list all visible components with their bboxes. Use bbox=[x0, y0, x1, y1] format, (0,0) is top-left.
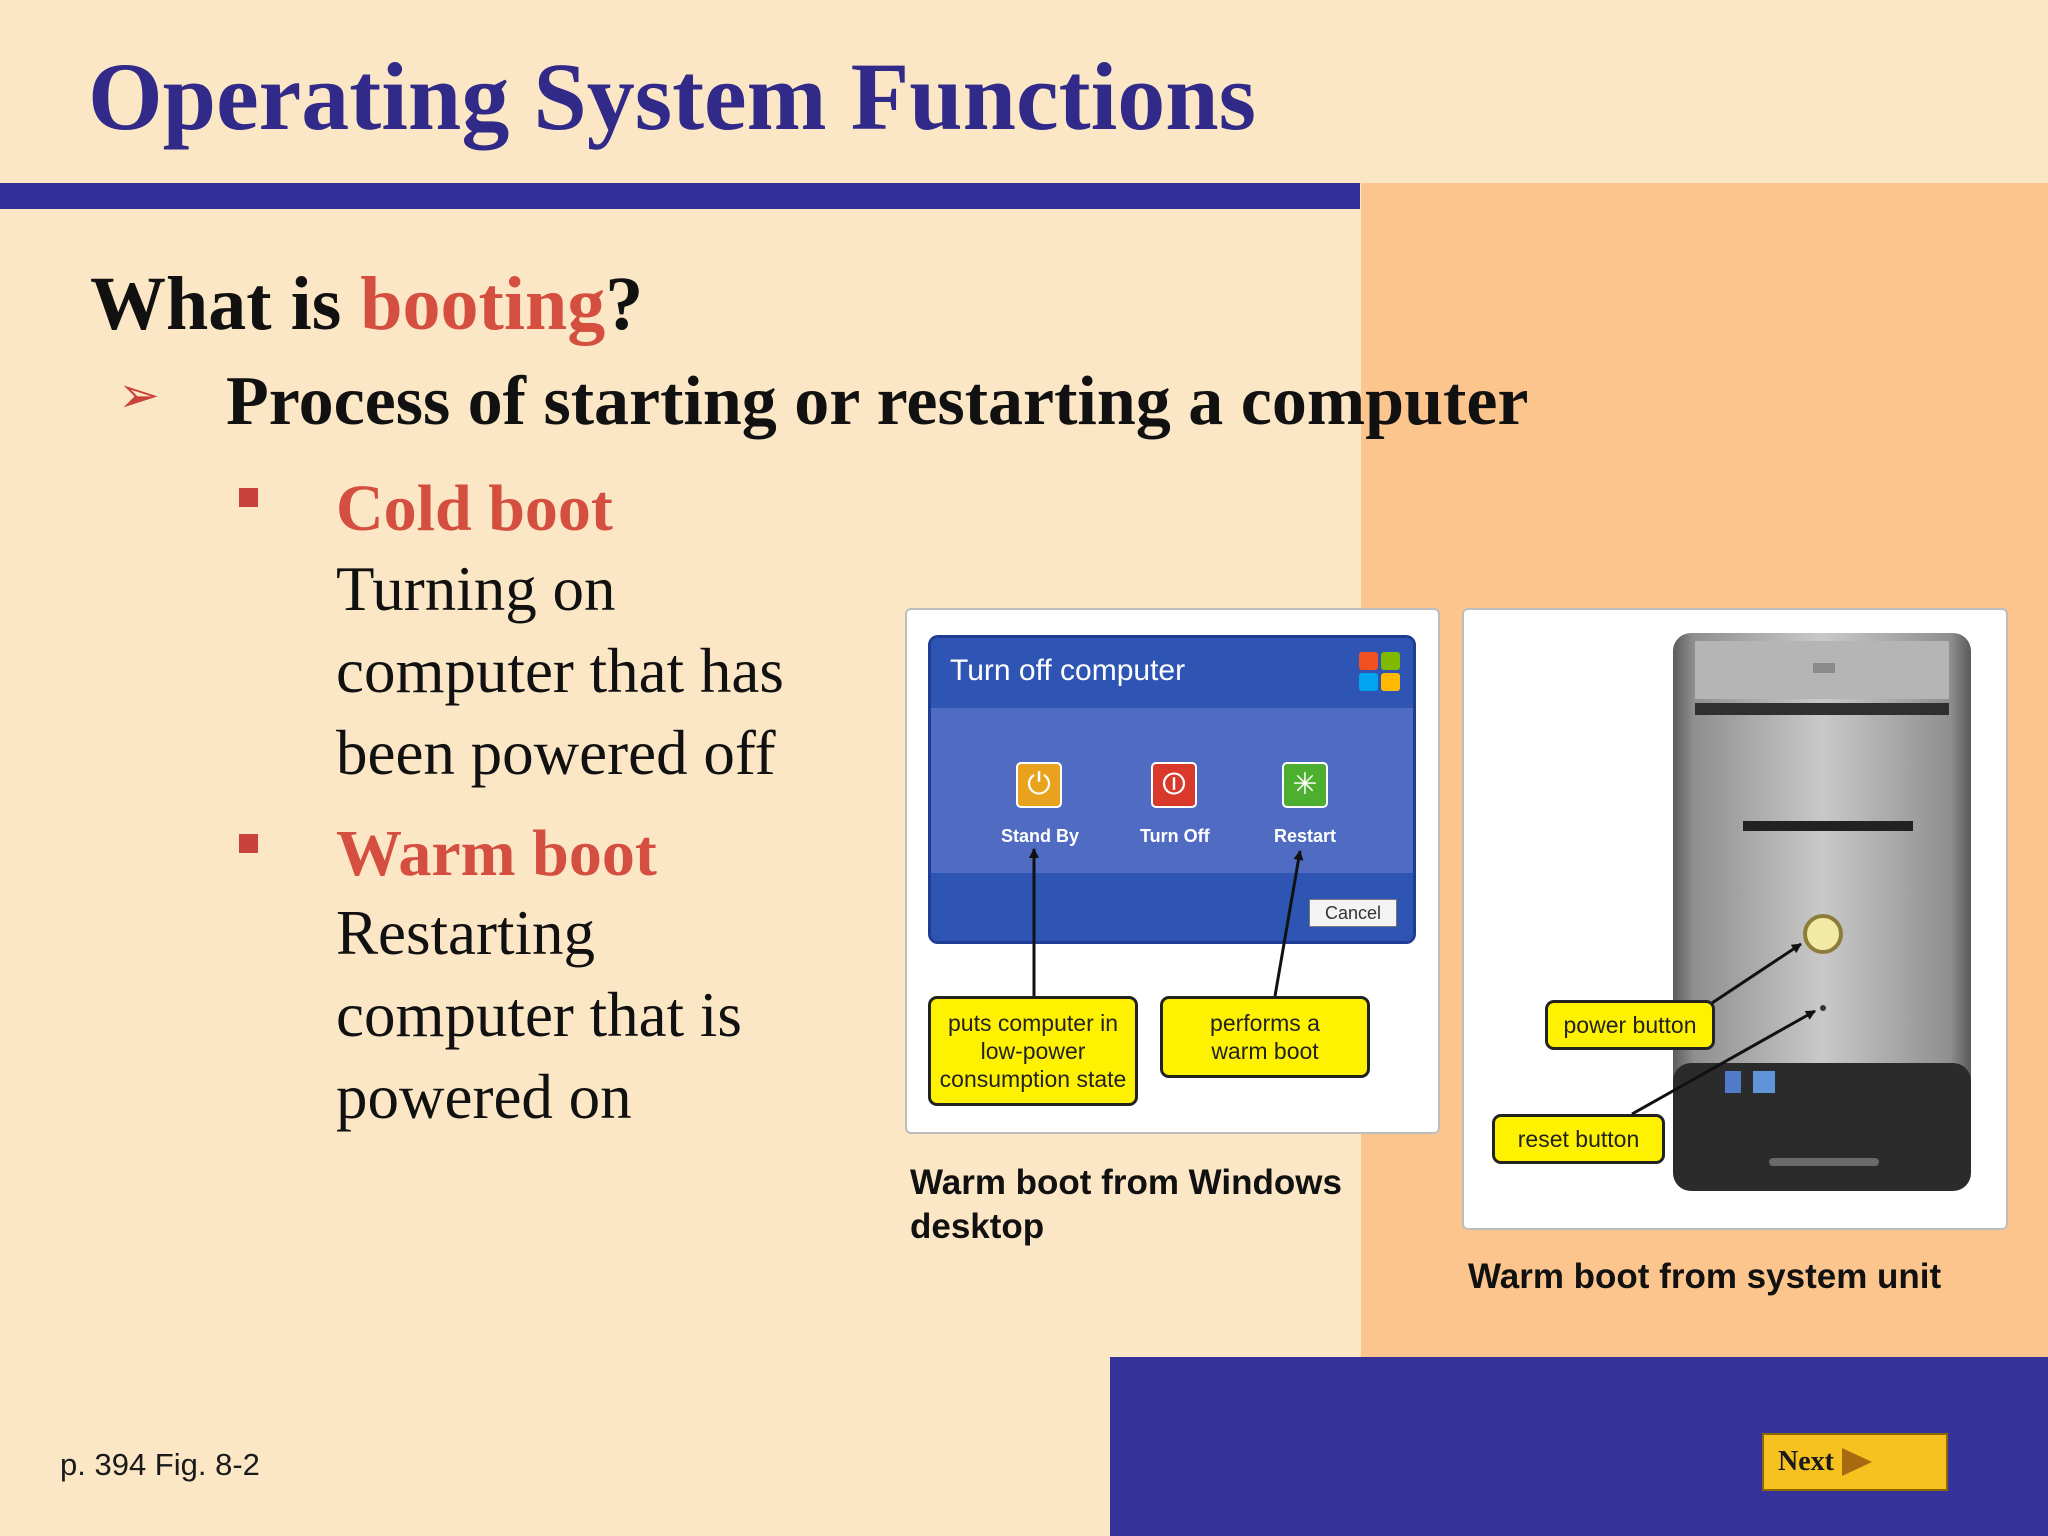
arrow-power bbox=[1711, 942, 1802, 1005]
callout-line: low-power bbox=[980, 1038, 1086, 1064]
square-bullet-icon bbox=[239, 834, 258, 853]
bullet-line: computer that has bbox=[336, 636, 784, 706]
caption-windows: Warm boot from Windows desktop bbox=[910, 1161, 1342, 1250]
callout-stand-by: puts computer in low-power consumption s… bbox=[928, 996, 1138, 1106]
bullet-warm-boot-text: Restarting computer that is powered on bbox=[336, 892, 856, 1138]
bullet-line: Turning on bbox=[336, 554, 616, 624]
callout-reset-button: reset button bbox=[1492, 1114, 1665, 1164]
stand-by-label: Stand By bbox=[1001, 826, 1080, 846]
windows-logo-icon bbox=[1359, 652, 1403, 694]
bullet-line: computer that is bbox=[336, 980, 742, 1050]
restart-label: Restart bbox=[1274, 826, 1337, 846]
square-bullet-icon bbox=[239, 488, 258, 507]
turn-off-icon: ⏼ bbox=[1151, 762, 1197, 808]
next-button[interactable]: Next bbox=[1762, 1433, 1948, 1491]
caption-system-unit: Warm boot from system unit bbox=[1468, 1257, 1942, 1296]
next-arrow-icon bbox=[1841, 1448, 1872, 1476]
callout-restart: performs a warm boot bbox=[1160, 996, 1370, 1078]
restart-icon: ✳ bbox=[1282, 762, 1328, 808]
bullet-cold-boot-text: Turning on computer that has been powere… bbox=[336, 548, 856, 794]
callout-line: warm boot bbox=[1211, 1038, 1319, 1064]
stand-by-icon: ⏻ bbox=[1016, 762, 1062, 808]
bullet-line: Restarting bbox=[336, 898, 595, 968]
title-rule bbox=[0, 183, 1360, 209]
title-band bbox=[0, 0, 2048, 183]
arrow-restart bbox=[1273, 850, 1304, 997]
arrow-reset bbox=[1631, 1009, 1816, 1116]
caption-line: desktop bbox=[910, 1207, 1045, 1247]
dialog-titlebar bbox=[931, 638, 1413, 708]
callout-power-button: power button bbox=[1545, 1000, 1715, 1050]
bullet-warm-boot-title: Warm boot bbox=[336, 817, 657, 890]
turn-off-label: Turn Off bbox=[1140, 826, 1210, 846]
system-unit-image bbox=[1673, 633, 1971, 1191]
caption-line: Warm boot from Windows bbox=[910, 1163, 1342, 1202]
dialog-title: Turn off computer bbox=[950, 654, 1186, 687]
page-reference: p. 394 Fig. 8-2 bbox=[60, 1447, 260, 1482]
callout-line: consumption state bbox=[939, 1066, 1127, 1092]
heading-highlight: booting bbox=[360, 262, 606, 346]
next-label: Next bbox=[1778, 1446, 1834, 1477]
bullet-line: been powered off bbox=[336, 718, 776, 788]
main-point: Process of starting or restarting a comp… bbox=[226, 363, 1529, 440]
bullet-line: powered on bbox=[336, 1062, 632, 1132]
bullet-cold-boot-title: Cold boot bbox=[336, 472, 613, 545]
slide-title: Operating System Functions bbox=[88, 43, 1257, 150]
heading-prefix: What is bbox=[90, 262, 361, 346]
callout-line: puts computer in bbox=[947, 1010, 1119, 1036]
heading-suffix: ? bbox=[605, 262, 644, 346]
arrow-bullet-icon: ➢ bbox=[118, 367, 160, 423]
slide-heading: What is booting? bbox=[90, 262, 644, 347]
turn-off-dialog: Turn off computer ⏻ Stand By ⏼ Turn Off … bbox=[928, 635, 1416, 944]
cancel-button: Cancel bbox=[1309, 899, 1397, 927]
callout-line: performs a bbox=[1210, 1010, 1320, 1036]
